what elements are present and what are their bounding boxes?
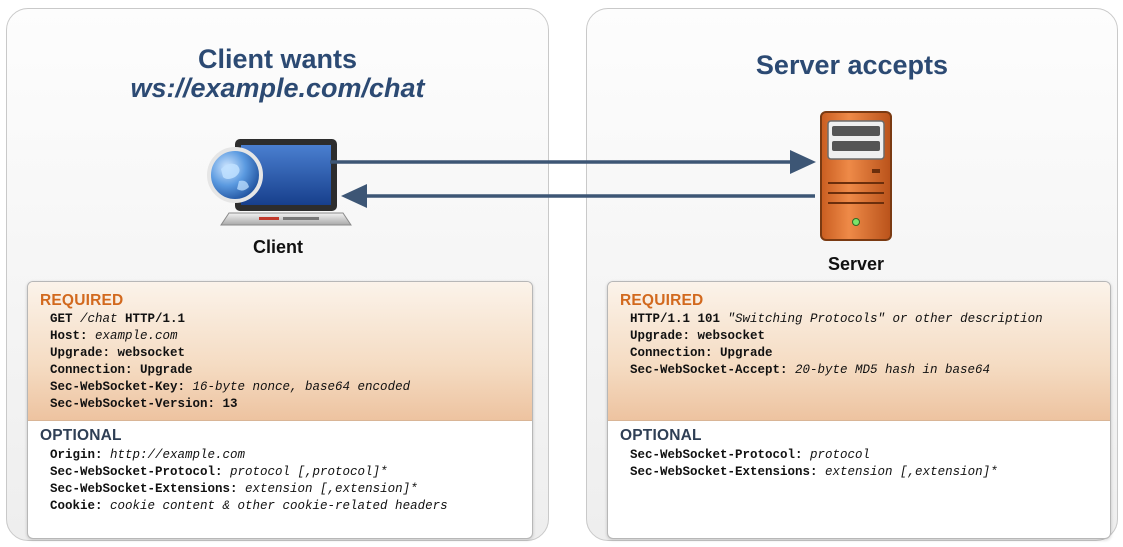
header-line: Upgrade: websocket bbox=[50, 345, 410, 362]
header-line: Sec-WebSocket-Key: 16-byte nonce, base64… bbox=[50, 379, 410, 396]
header-line: Connection: Upgrade bbox=[630, 345, 1043, 362]
header-key: Origin: bbox=[50, 448, 111, 462]
header-key: Upgrade: websocket bbox=[50, 346, 186, 360]
header-key: Sec-WebSocket-Accept: bbox=[630, 363, 796, 377]
header-key: Sec-WebSocket-Version: 13 bbox=[50, 397, 238, 411]
server-required-heading: REQUIRED bbox=[620, 292, 704, 309]
header-line: Sec-WebSocket-Version: 13 bbox=[50, 396, 410, 413]
header-value: protocol bbox=[810, 448, 871, 462]
client-label: Client bbox=[252, 237, 303, 257]
header-key: Sec-WebSocket-Protocol: bbox=[630, 448, 811, 462]
header-value: extension [,extension]* bbox=[245, 482, 418, 496]
header-line: Origin: http://example.com bbox=[50, 447, 448, 464]
header-value: example.com bbox=[95, 329, 178, 343]
header-value: 16-byte nonce, base64 encoded bbox=[192, 380, 411, 394]
header-key: Connection: Upgrade bbox=[630, 346, 773, 360]
header-key: Sec-WebSocket-Extensions: bbox=[50, 482, 246, 496]
header-key: HTTP/1.1 bbox=[117, 312, 186, 326]
header-line: Sec-WebSocket-Extensions: extension [,ex… bbox=[630, 464, 998, 481]
header-key: Sec-WebSocket-Key: bbox=[50, 380, 193, 394]
header-line: HTTP/1.1 101 "Switching Protocols" or ot… bbox=[630, 311, 1043, 328]
header-key: Sec-WebSocket-Extensions: bbox=[630, 465, 826, 479]
header-value: /chat bbox=[80, 312, 118, 326]
header-value: http://example.com bbox=[110, 448, 246, 462]
header-key: Sec-WebSocket-Protocol: bbox=[50, 465, 231, 479]
arrow-left-icon bbox=[341, 184, 815, 208]
client-required-heading: REQUIRED bbox=[40, 292, 124, 309]
server-optional-heading: OPTIONAL bbox=[620, 427, 702, 444]
header-line: Sec-WebSocket-Accept: 20-byte MD5 hash i… bbox=[630, 362, 1043, 379]
header-key: GET bbox=[50, 312, 81, 326]
header-value: cookie content & other cookie-related he… bbox=[110, 499, 448, 513]
header-line: Host: example.com bbox=[50, 328, 410, 345]
arrow-right-icon bbox=[330, 150, 816, 174]
header-key: Connection: Upgrade bbox=[50, 363, 193, 377]
header-value: "Switching Protocols" or other descripti… bbox=[727, 312, 1043, 326]
header-key: Cookie: bbox=[50, 499, 111, 513]
header-line: Sec-WebSocket-Protocol: protocol bbox=[630, 447, 998, 464]
server-tower-icon bbox=[820, 111, 892, 241]
header-line: GET /chat HTTP/1.1 bbox=[50, 311, 410, 328]
client-title: Client wants bbox=[197, 44, 358, 74]
server-response-box: REQUIRED HTTP/1.1 101 "Switching Protoco… bbox=[607, 281, 1111, 539]
server-panel: Server accepts Server REQUIRED HTTP/1.1 … bbox=[586, 8, 1118, 541]
server-label: Server bbox=[827, 254, 885, 274]
header-value: 20-byte MD5 hash in base64 bbox=[795, 363, 991, 377]
header-line: Connection: Upgrade bbox=[50, 362, 410, 379]
header-line: Cookie: cookie content & other cookie-re… bbox=[50, 498, 448, 515]
header-key: Upgrade: websocket bbox=[630, 329, 766, 343]
header-line: Upgrade: websocket bbox=[630, 328, 1043, 345]
client-optional-heading: OPTIONAL bbox=[40, 427, 122, 444]
laptop-globe-icon bbox=[207, 139, 352, 226]
server-title: Server accepts bbox=[755, 50, 949, 80]
header-line: Sec-WebSocket-Protocol: protocol [,proto… bbox=[50, 464, 448, 481]
header-value: protocol [,protocol]* bbox=[230, 465, 388, 479]
server-required-lines: HTTP/1.1 101 "Switching Protocols" or ot… bbox=[630, 311, 1043, 379]
header-line: Sec-WebSocket-Extensions: extension [,ex… bbox=[50, 481, 448, 498]
header-key: HTTP/1.1 101 bbox=[630, 312, 728, 326]
client-url-title: ws://example.com/chat bbox=[130, 73, 425, 103]
client-panel: Client wants ws://example.com/chat bbox=[6, 8, 549, 541]
header-key: Host: bbox=[50, 329, 96, 343]
server-required-section: REQUIRED HTTP/1.1 101 "Switching Protoco… bbox=[608, 282, 1110, 421]
header-value: extension [,extension]* bbox=[825, 465, 998, 479]
